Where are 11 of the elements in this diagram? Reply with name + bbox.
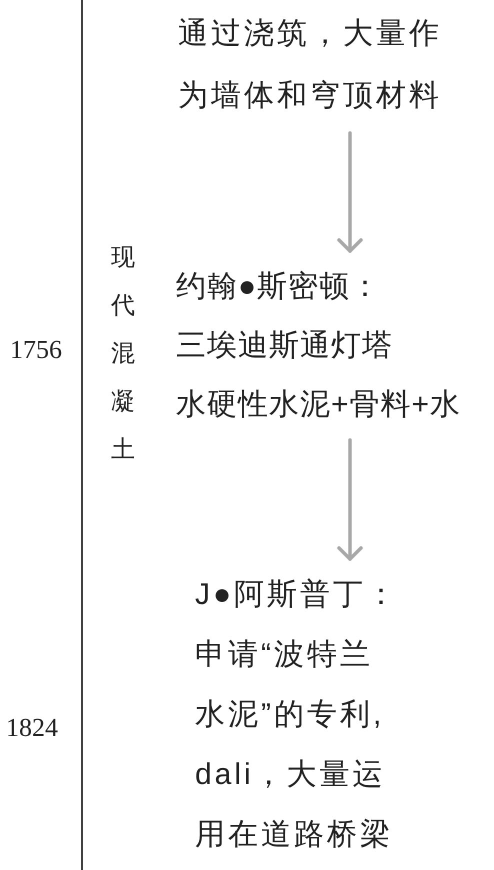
event-description: 申请“波特兰水泥”的专利,dali，大量运用在道路桥梁 — [195, 637, 394, 853]
flow-arrow — [337, 131, 363, 253]
flow-arrow — [337, 438, 363, 561]
year-label: 1824 — [6, 713, 58, 743]
era-label: 现代混凝土 — [111, 243, 135, 465]
event-description: 三埃迪斯通灯塔 — [176, 328, 394, 364]
event-description: 水硬性水泥+骨料+水 — [176, 387, 462, 423]
event-description: 通过浇筑，大量作为墙体和穹顶材料 — [178, 3, 468, 127]
event-heading: J●阿斯普丁： — [195, 577, 400, 613]
event-heading: 约翰●斯密顿： — [176, 269, 382, 305]
year-label: 1756 — [10, 335, 62, 365]
